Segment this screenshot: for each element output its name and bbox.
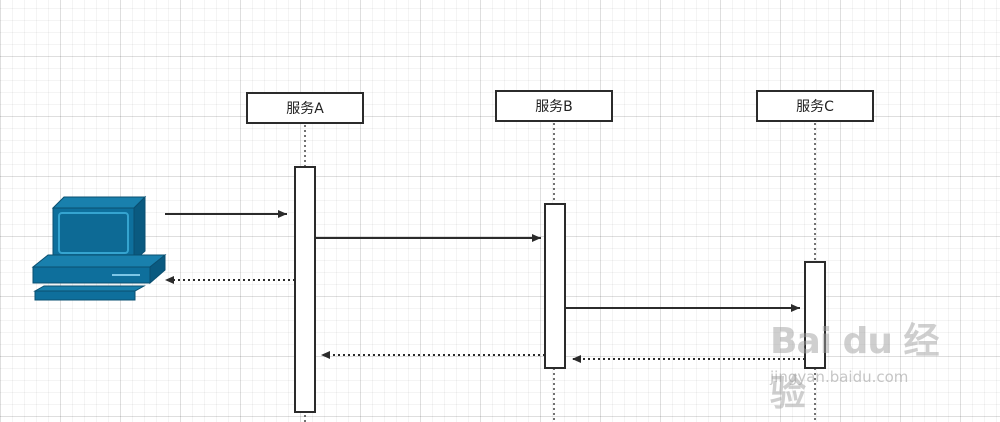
computer-icon <box>31 195 167 301</box>
participant-service-c-label: 服务C <box>796 99 834 115</box>
participant-service-a: 服务A <box>246 92 364 124</box>
participant-service-b-label: 服务B <box>535 99 573 115</box>
activation-bar-c <box>804 261 826 369</box>
activation-bar-a <box>294 166 316 413</box>
participant-service-a-label: 服务A <box>286 101 324 117</box>
participant-service-b: 服务B <box>495 90 613 122</box>
participant-service-c: 服务C <box>756 90 874 122</box>
activation-bar-b <box>544 203 566 369</box>
